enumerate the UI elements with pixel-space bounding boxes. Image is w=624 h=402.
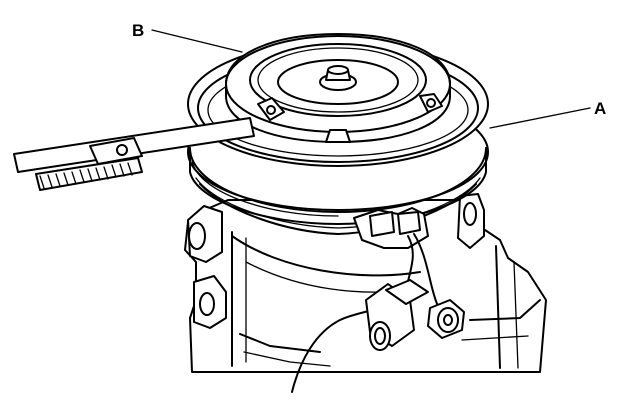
clutch-plate bbox=[225, 33, 451, 143]
callout-a: A bbox=[489, 99, 606, 129]
label-a: A bbox=[594, 99, 606, 118]
holder-tool bbox=[13, 117, 255, 191]
callout-b: B bbox=[132, 21, 243, 53]
connector-harness bbox=[291, 207, 465, 393]
label-b: B bbox=[132, 21, 144, 40]
